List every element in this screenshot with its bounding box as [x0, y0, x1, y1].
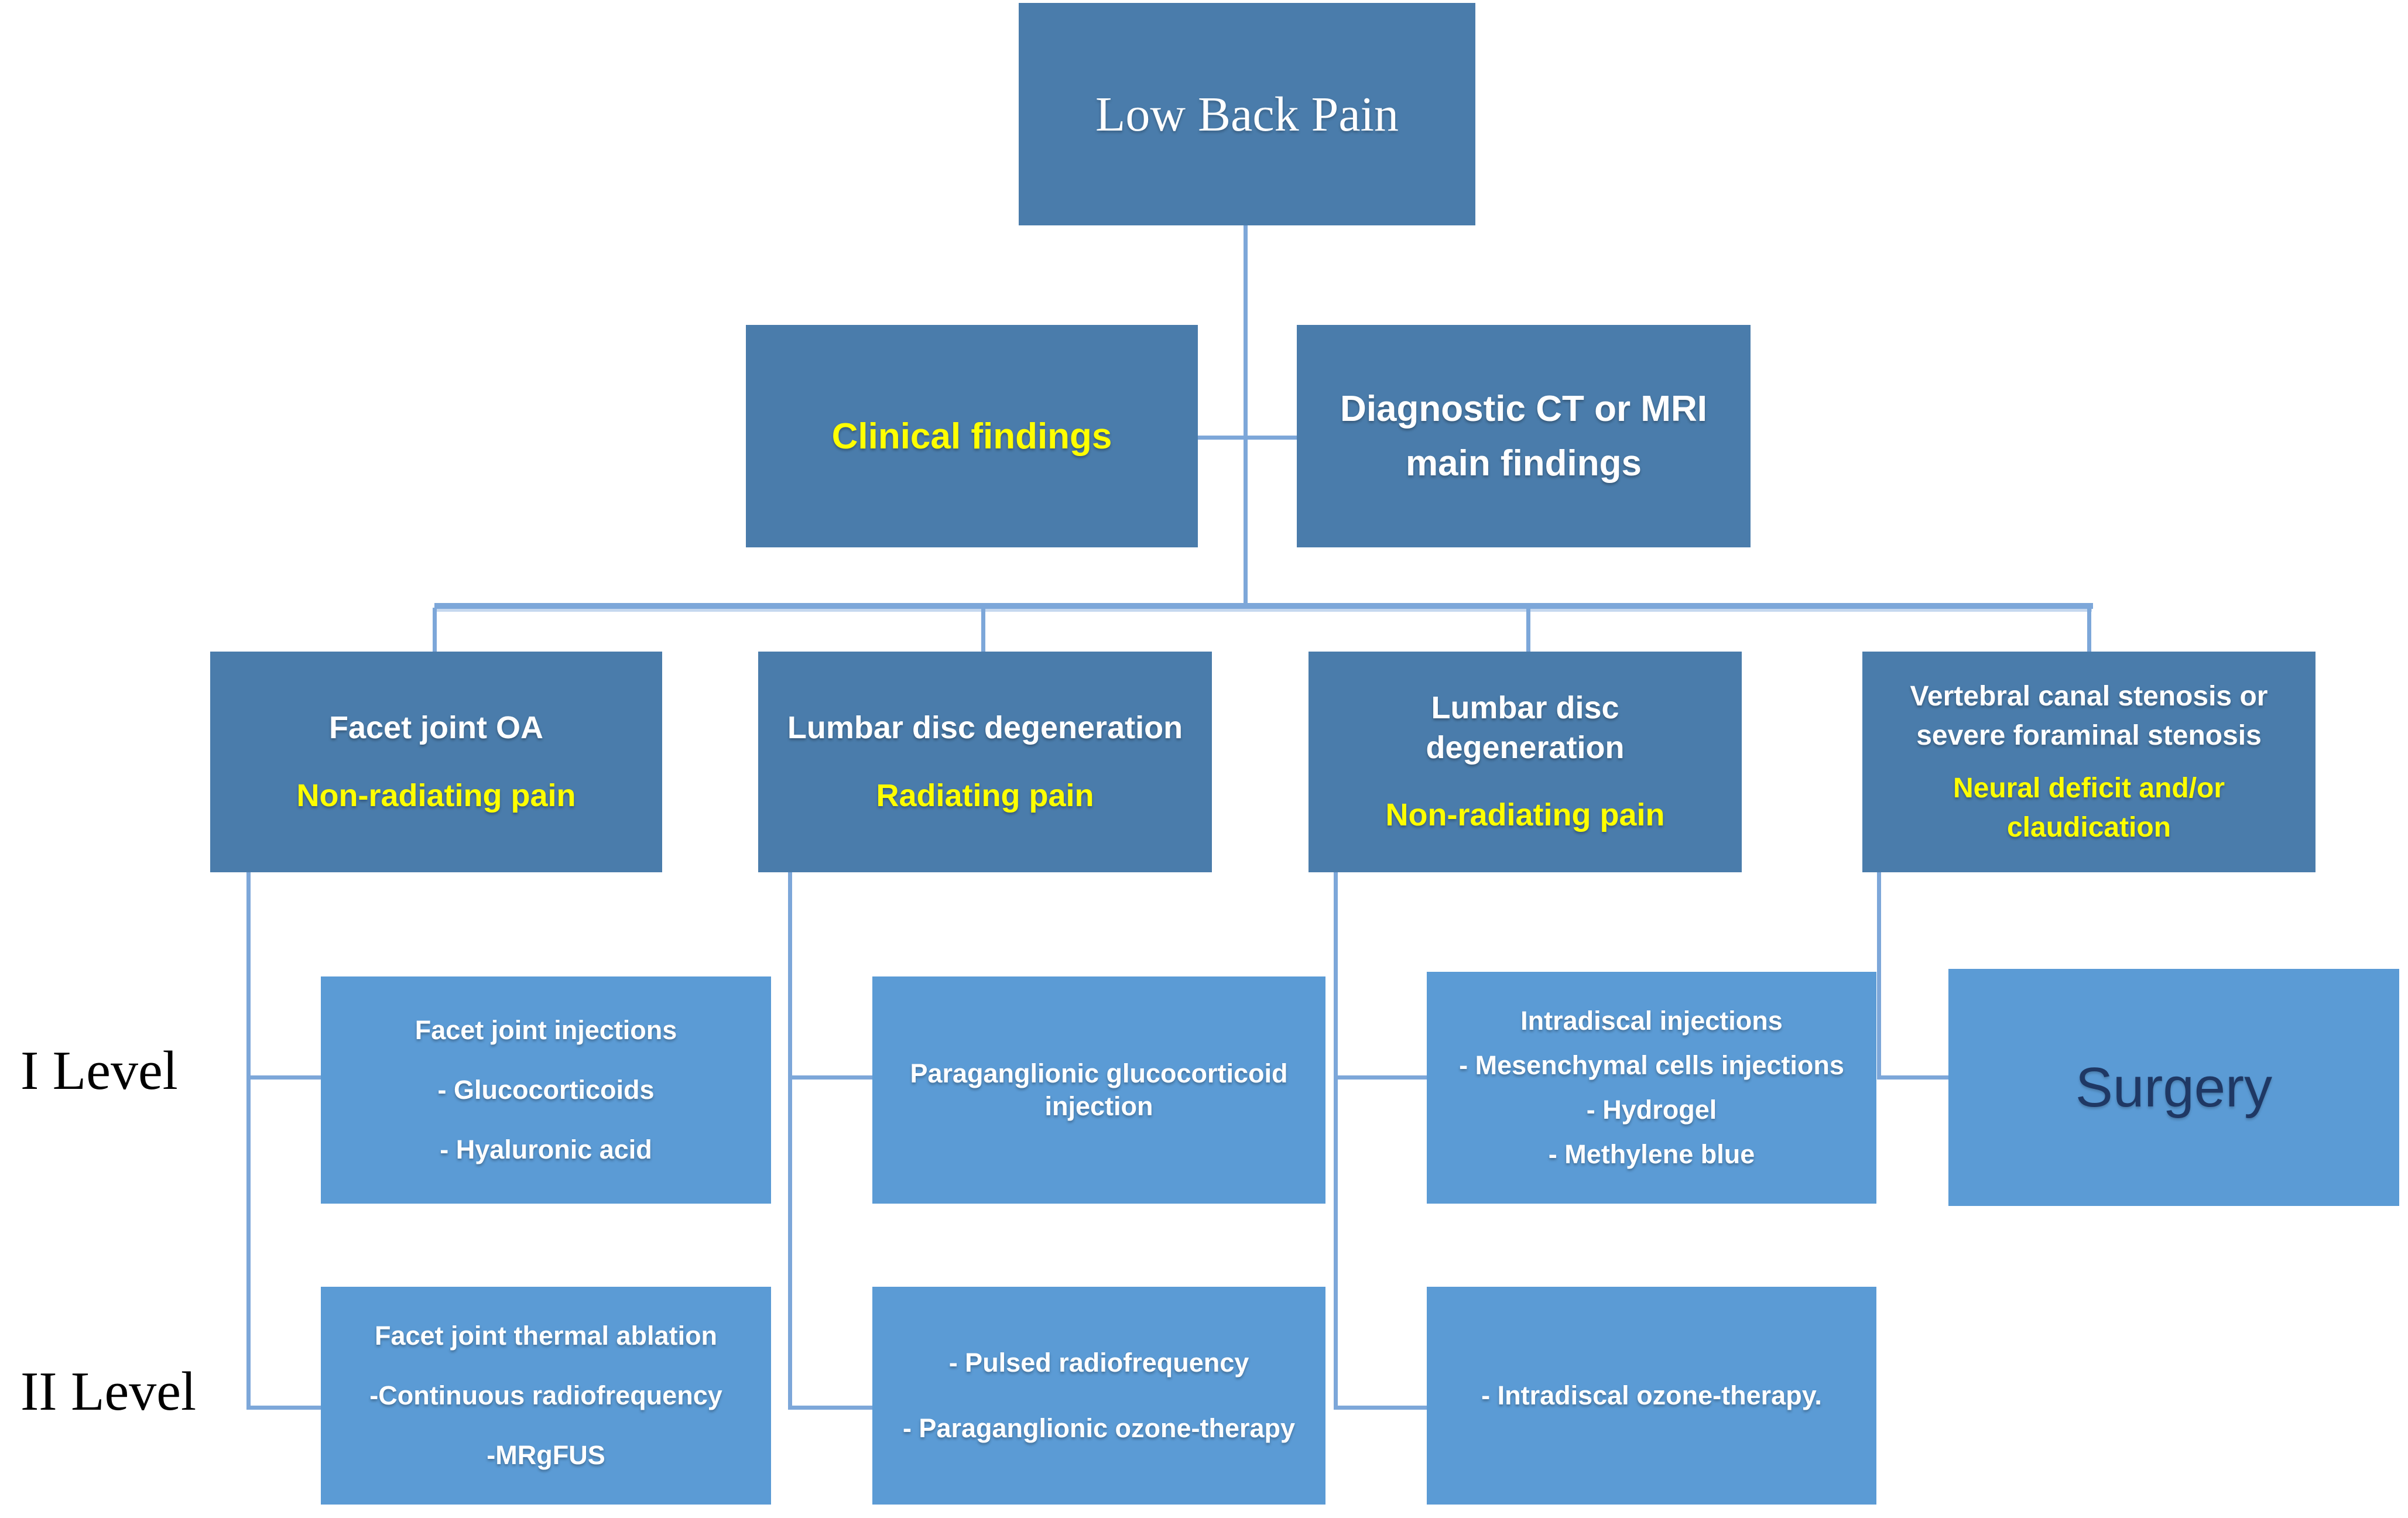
treatment-line: Facet joint injections [415, 1015, 677, 1045]
treatment-line: - Hydrogel [1586, 1095, 1717, 1125]
label-level-1: I Level [20, 1040, 178, 1101]
connector-level2-stub-2 [788, 1406, 872, 1410]
symptom-text: Neural deficit and/or claudication [1953, 772, 2225, 843]
treatment-line: -Continuous radiofrequency [369, 1380, 722, 1410]
node-paraganglionic-injection: Paraganglionic glucocorticoid injection [872, 976, 1325, 1204]
node-facet-joint-oa: Facet joint OA Non-radiating pain [210, 652, 662, 872]
diagnosis-text: Lumbar disc degeneration [1426, 690, 1625, 765]
connector-distribution-horizontal [434, 603, 2093, 609]
connector-level1-stub-1 [246, 1075, 321, 1080]
treatment-line: Facet joint thermal ablation [374, 1320, 718, 1351]
node-clinical-findings-label: Clinical findings [831, 416, 1112, 457]
treatment-line: - Paraganglionic ozone-therapy [902, 1413, 1296, 1443]
connector-level2-stub-1 [246, 1406, 321, 1410]
node-diagnostic-findings: Diagnostic CT or MRI main findings [1297, 325, 1751, 547]
node-intradiscal-ozone: - Intradiscal ozone-therapy. [1427, 1287, 1876, 1505]
treatment-line: -MRgFUS [487, 1440, 605, 1471]
connector-column-1-vertical [246, 872, 251, 1410]
node-surgery: Surgery [1948, 969, 2399, 1206]
node-canal-stenosis: Vertebral canal stenosis or severe foram… [1862, 652, 2315, 872]
connector-level1-stub-4 [1877, 1075, 1948, 1080]
node-pulsed-radiofrequency: - Pulsed radiofrequency - Paraganglionic… [872, 1287, 1325, 1505]
connector-drop-column-3 [1526, 608, 1530, 652]
connector-level1-stub-3 [1334, 1075, 1427, 1080]
node-facet-thermal-ablation: Facet joint thermal ablation -Continuous… [321, 1287, 771, 1505]
connector-level1-stub-2 [788, 1075, 872, 1080]
connector-level2-stub-3 [1334, 1406, 1427, 1410]
treatment-line: Intradiscal injections [1520, 1005, 1783, 1036]
node-facet-joint-injections: Facet joint injections - Glucocorticoids… [321, 976, 771, 1204]
diagnosis-text: Vertebral canal stenosis or severe foram… [1910, 681, 2268, 752]
treatment-line: - Intradiscal ozone-therapy. [1481, 1380, 1822, 1410]
node-clinical-findings: Clinical findings [746, 325, 1198, 547]
connector-column-2-vertical [788, 872, 792, 1410]
treatment-line: Paraganglionic glucocorticoid injection [910, 1058, 1288, 1121]
symptom-text: Radiating pain [876, 777, 1094, 813]
node-low-back-pain-label: Low Back Pain [1095, 87, 1399, 142]
connector-drop-column-1 [433, 608, 437, 652]
diagnosis-text: Lumbar disc degeneration [787, 710, 1183, 745]
node-disc-degeneration-non-radiating: Lumbar disc degeneration Non-radiating p… [1309, 652, 1742, 872]
label-level-2: II Level [20, 1361, 197, 1422]
node-low-back-pain: Low Back Pain [1019, 3, 1475, 225]
treatment-line: - Mesenchymal cells injections [1459, 1050, 1844, 1080]
treatment-line: - Pulsed radiofrequency [948, 1347, 1249, 1377]
symptom-text: Non-radiating pain [296, 777, 576, 813]
connector-assessment-horizontal [1198, 436, 1297, 440]
treatment-line: - Hyaluronic acid [440, 1135, 652, 1165]
diagnosis-text: Facet joint OA [328, 710, 544, 745]
node-disc-degeneration-radiating: Lumbar disc degeneration Radiating pain [758, 652, 1212, 872]
treatment-line: - Glucocorticoids [437, 1074, 655, 1105]
treatment-line: - Methylene blue [1548, 1139, 1755, 1170]
connector-drop-column-2 [981, 608, 985, 652]
surgery-label: Surgery [2075, 1056, 2273, 1119]
connector-drop-column-4 [2087, 608, 2091, 652]
connector-root-vertical [1244, 224, 1248, 607]
node-intradiscal-injections: Intradiscal injections - Mesenchymal cel… [1427, 972, 1876, 1204]
node-diagnostic-findings-label: Diagnostic CT or MRI main findings [1340, 389, 1707, 484]
connector-column-4-vertical [1877, 872, 1881, 1080]
connector-column-3-vertical [1334, 872, 1338, 1410]
symptom-text: Non-radiating pain [1385, 797, 1665, 833]
